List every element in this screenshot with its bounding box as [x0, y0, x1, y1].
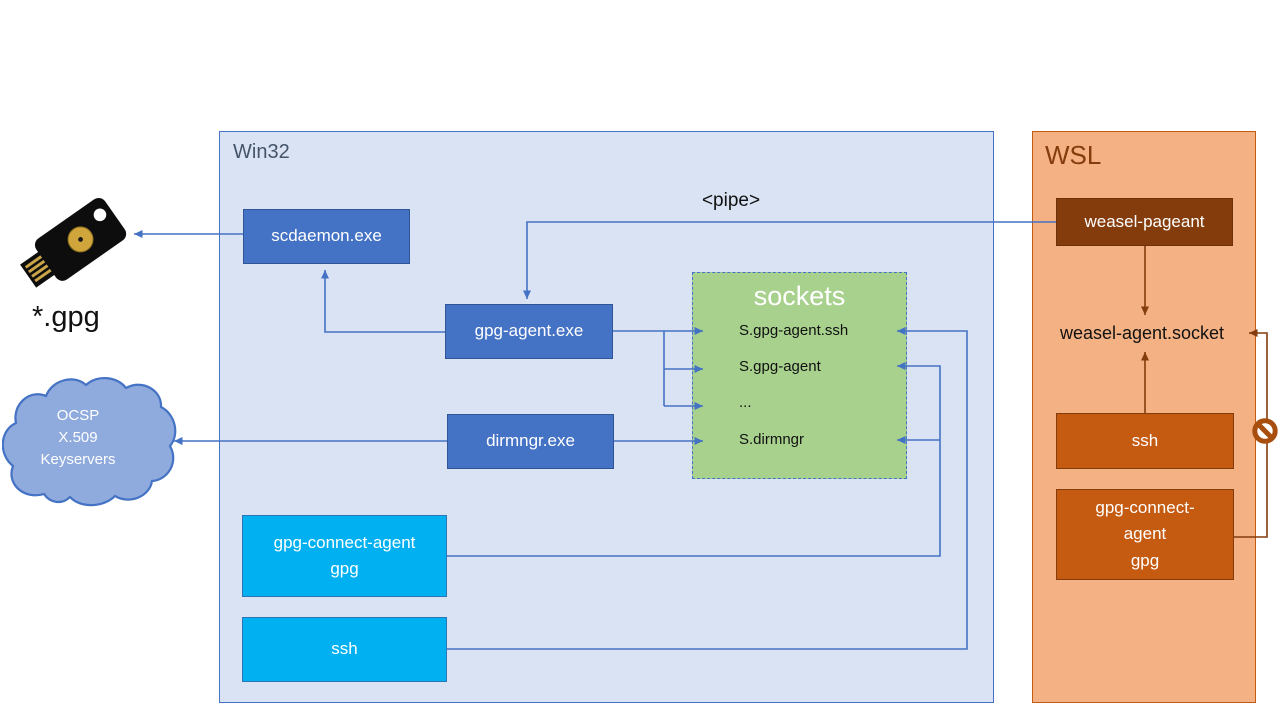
cloud-line-x509: X.509	[58, 429, 98, 446]
node-gpg-connect-agent-line1: gpg-connect-agent	[273, 532, 416, 552]
keyservers-cloud-icon	[2, 377, 177, 507]
node-scdaemon-label: scdaemon.exe	[271, 226, 382, 246]
gpg-files-label: *.gpg	[32, 301, 100, 333]
node-gpg-agent: gpg-agent.exe	[445, 304, 613, 359]
socket-item-ellipsis: ...	[739, 394, 752, 411]
node-wsl-gpg-connect-agent: gpg-connect- agent gpg	[1056, 489, 1234, 580]
keyservers-cloud-text: OCSP X.509 Keyservers	[16, 405, 140, 471]
cloud-line-keyservers: Keyservers	[40, 451, 116, 468]
wsl-region-label: WSL	[1045, 140, 1102, 170]
node-dirmngr-label: dirmngr.exe	[486, 431, 575, 451]
no-entry-icon	[1252, 418, 1278, 444]
node-gpg-connect-agent: gpg-connect-agent gpg	[242, 515, 447, 597]
win32-region-label: Win32	[233, 141, 290, 163]
node-wsl-gpg-connect-line3: gpg	[1130, 550, 1160, 570]
weasel-agent-socket-label: weasel-agent.socket	[1059, 323, 1225, 343]
socket-item-gpg-agent: S.gpg-agent	[739, 358, 821, 375]
socket-item-dirmngr: S.dirmngr	[739, 431, 805, 448]
node-ssh-win32-label: ssh	[331, 639, 358, 659]
node-weasel-pageant-label: weasel-pageant	[1084, 211, 1205, 231]
node-gpg-agent-label: gpg-agent.exe	[474, 321, 584, 341]
pipe-label: <pipe>	[701, 190, 761, 211]
sockets-title: sockets	[753, 281, 846, 311]
node-scdaemon: scdaemon.exe	[243, 209, 410, 264]
cloud-line-ocsp: OCSP	[56, 407, 100, 424]
node-ssh-wsl: ssh	[1056, 413, 1234, 469]
node-ssh-win32: ssh	[242, 617, 447, 682]
node-weasel-pageant: weasel-pageant	[1056, 198, 1233, 246]
yubikey-icon	[20, 197, 127, 288]
node-gpg-connect-agent-line2: gpg	[330, 559, 359, 578]
node-wsl-gpg-connect-line1: gpg-connect-	[1095, 497, 1195, 517]
node-ssh-wsl-label: ssh	[1131, 430, 1159, 450]
socket-item-gpg-agent-ssh: S.gpg-agent.ssh	[739, 322, 849, 339]
node-wsl-gpg-connect-line2: agent	[1123, 524, 1167, 544]
sockets-group: sockets S.gpg-agent.ssh S.gpg-agent ... …	[692, 272, 907, 479]
node-dirmngr: dirmngr.exe	[447, 414, 614, 469]
